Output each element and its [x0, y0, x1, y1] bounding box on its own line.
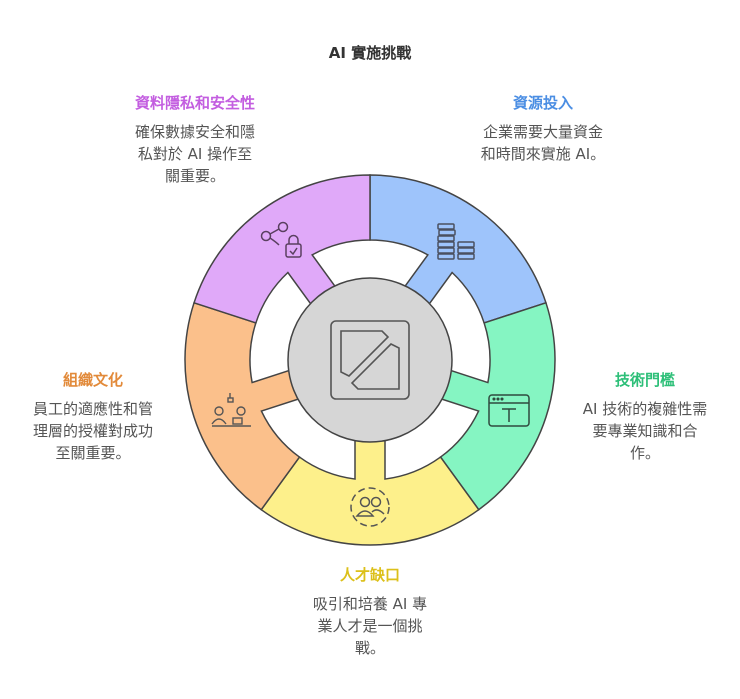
segment-title: 資源投入 — [512, 94, 573, 112]
segment-text: 和時間來實施 AI。 — [480, 145, 606, 163]
browser-text-icon — [488, 394, 530, 427]
segment-resources: 資源投入 企業需要大量資金和時間來實施 AI。 — [453, 91, 633, 165]
center-circle — [287, 277, 453, 443]
segment-text: 確保數據安全和隱 — [134, 123, 255, 141]
segment-text: AI 技術的複雜性需 — [582, 400, 708, 418]
segment-title: 技術門檻 — [614, 371, 675, 389]
segment-text: 業人才是一個挑 — [317, 617, 423, 635]
segment-text: 至關重要。 — [55, 444, 131, 462]
team-meeting-icon — [211, 393, 251, 427]
segment-text: 戰。 — [354, 639, 385, 657]
segment-text: 私對於 AI 操作至 — [137, 145, 253, 163]
segment-wedge-talent — [260, 432, 480, 546]
segment-title: 資料隱私和安全性 — [134, 94, 255, 112]
coin-stack-icon — [437, 223, 475, 260]
segment-wedge-privacy — [193, 174, 371, 324]
segment-text: 吸引和培養 AI 專 — [312, 595, 428, 613]
segment-text: 企業需要大量資金 — [482, 123, 603, 141]
segment-culture: 組織文化 員工的適應性和管理層的授權對成功至關重要。 — [3, 368, 183, 464]
segment-title: 組織文化 — [62, 371, 123, 389]
segment-text: 要專業知識和合 — [592, 422, 698, 440]
resize-square-icon — [330, 320, 410, 400]
segment-privacy: 資料隱私和安全性 確保數據安全和隱私對於 AI 操作至關重要。 — [105, 91, 285, 187]
people-group-icon — [350, 487, 390, 527]
segment-text: 員工的適應性和管 — [32, 400, 153, 418]
segment-text: 理層的授權對成功 — [32, 422, 153, 440]
segment-text: 關重要。 — [164, 167, 225, 185]
segment-tech: 技術門檻 AI 技術的複雜性需要專業知識和合作。 — [555, 368, 735, 464]
diagram-title: AI 實施挑戰 — [328, 44, 412, 62]
share-lock-icon — [260, 221, 302, 258]
segment-text: 作。 — [629, 444, 660, 462]
segment-title: 人才缺口 — [339, 566, 400, 584]
segment-talent: 人才缺口 吸引和培養 AI 專業人才是一個挑戰。 — [280, 563, 460, 659]
